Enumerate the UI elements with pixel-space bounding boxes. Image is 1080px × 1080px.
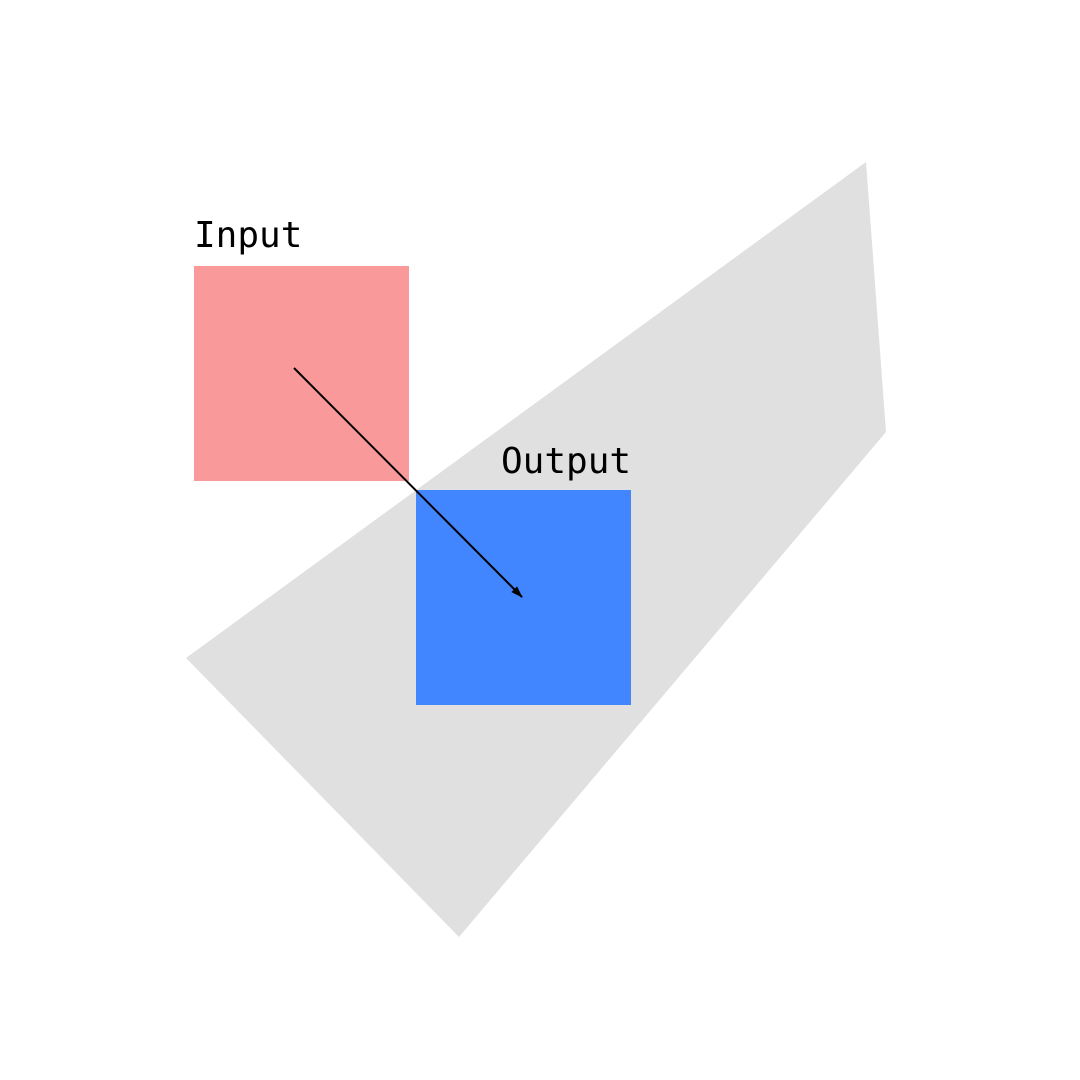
mapping-arrow — [293, 367, 523, 598]
input-box[interactable] — [194, 266, 409, 481]
output-label: Output — [501, 441, 631, 482]
input-label: Input — [194, 215, 302, 256]
